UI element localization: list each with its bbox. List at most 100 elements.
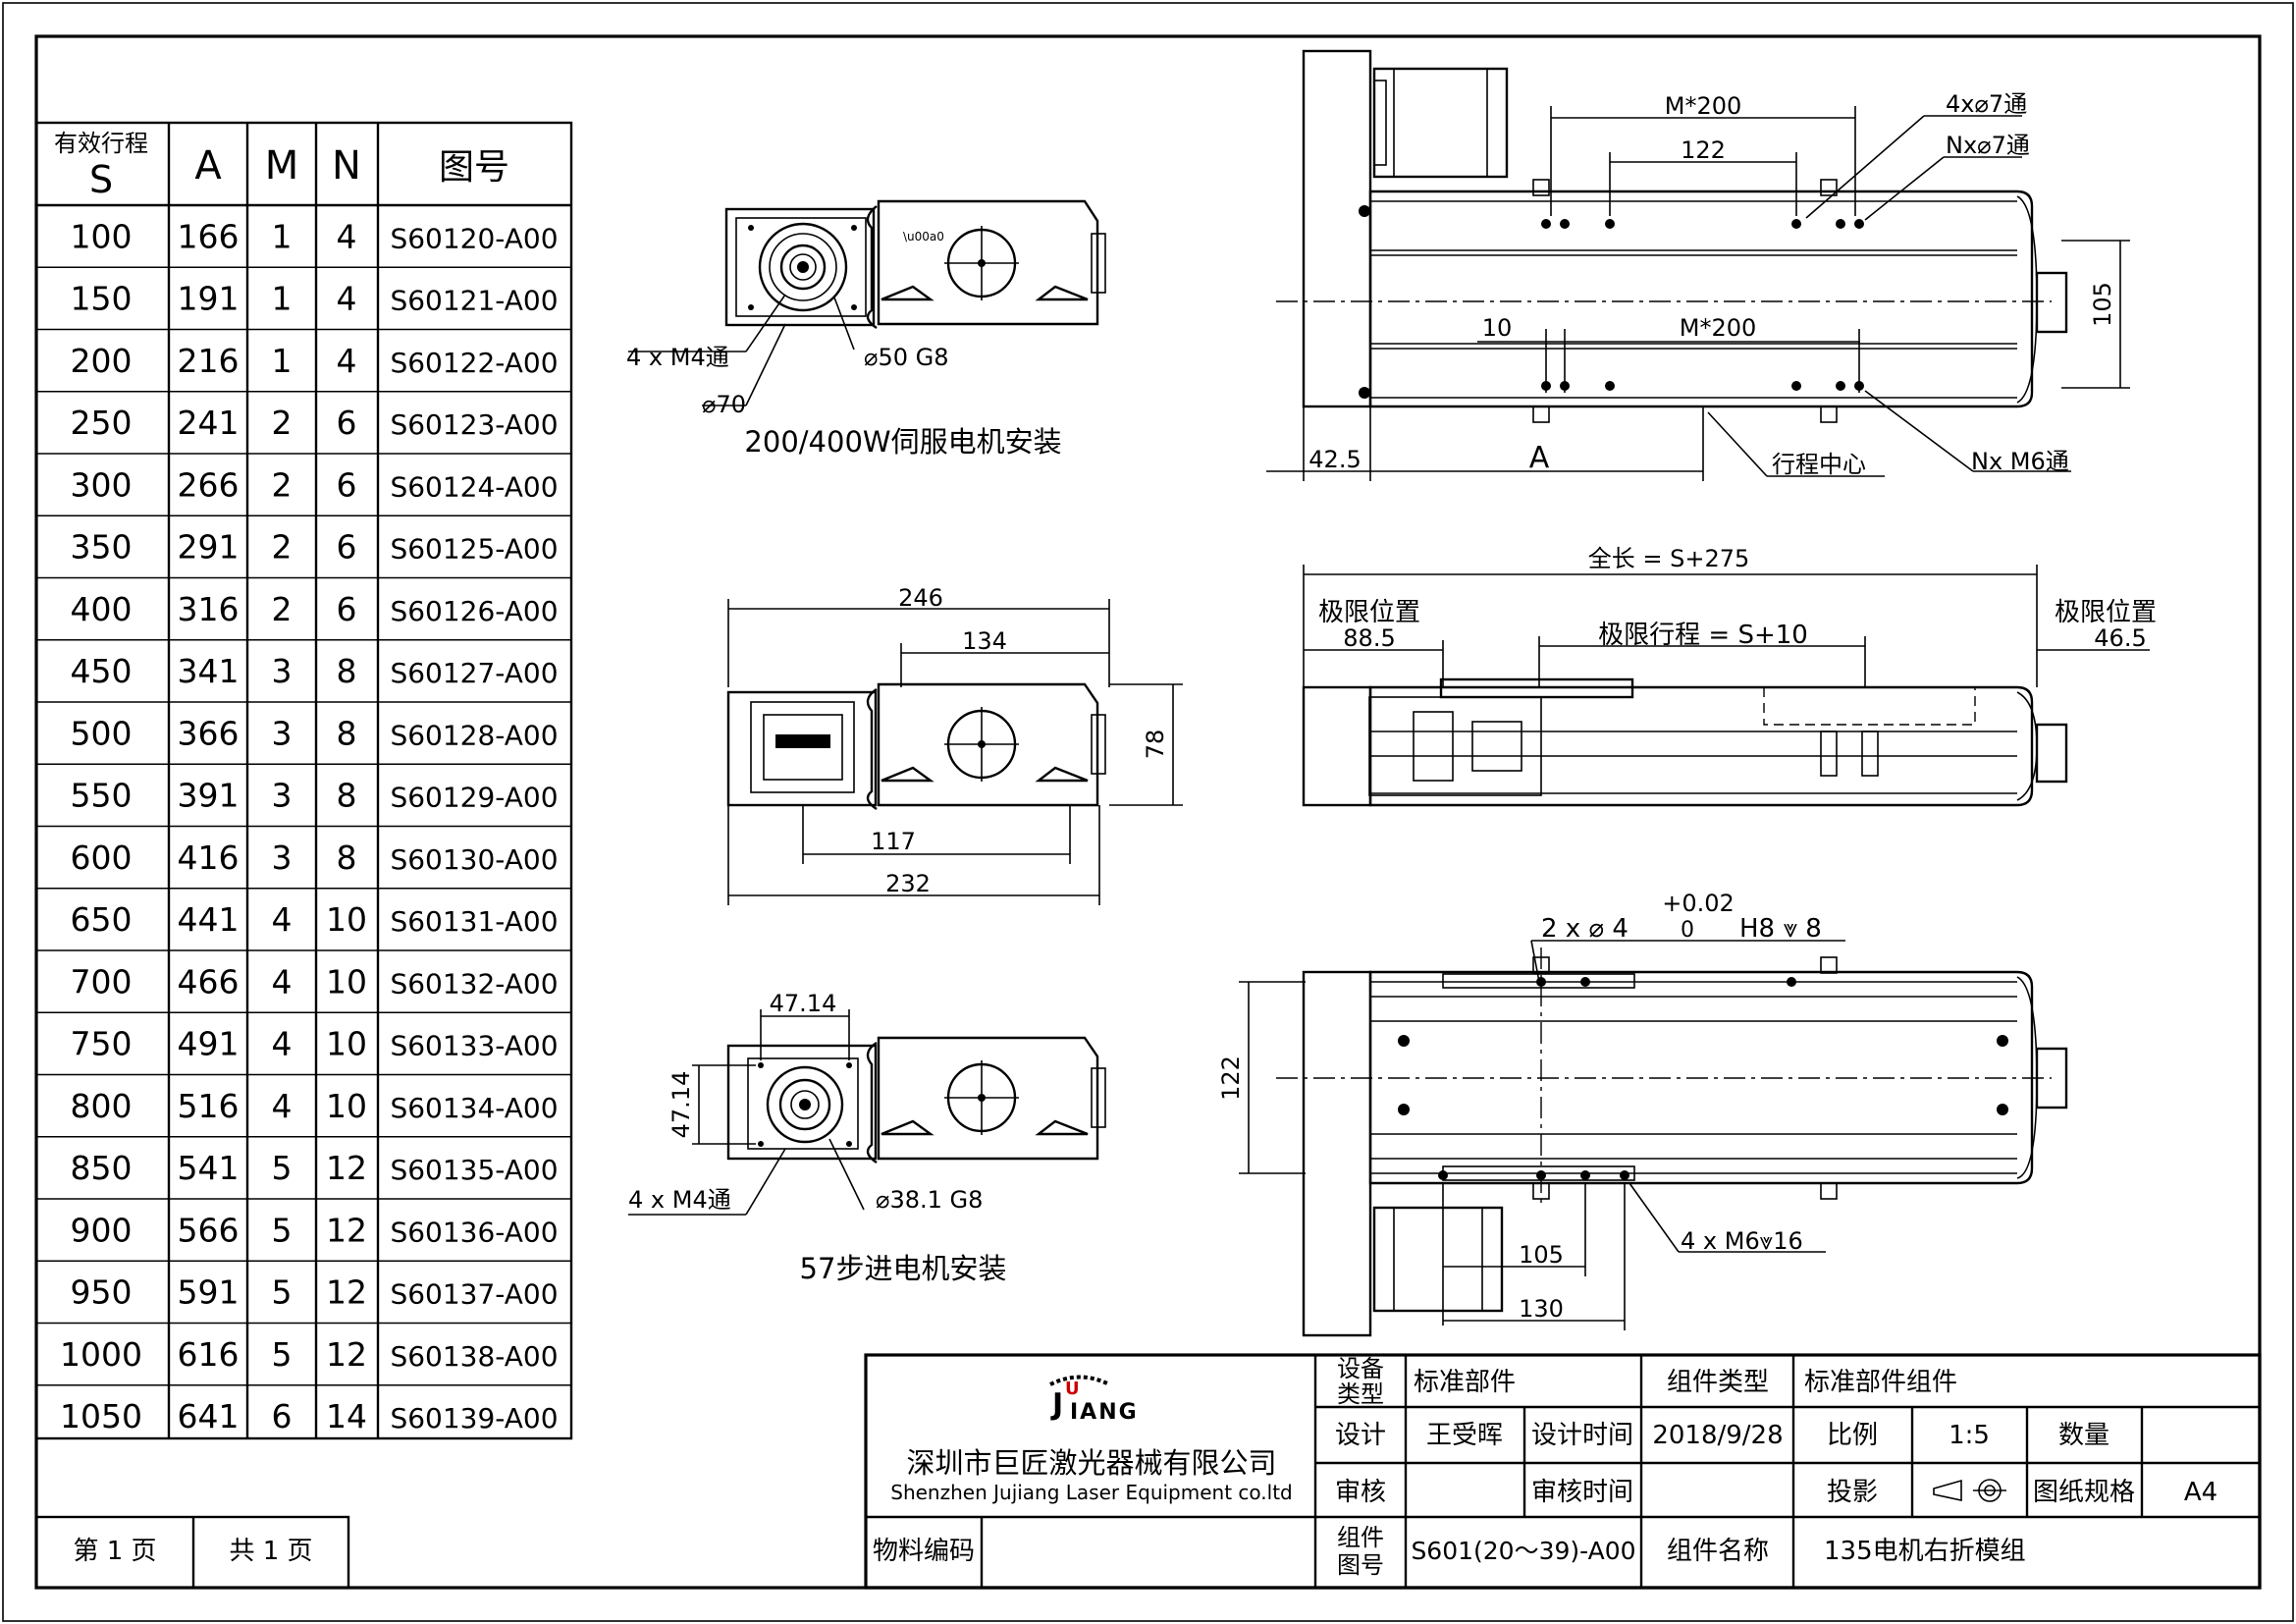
- svg-text:组件: 组件: [1337, 1524, 1384, 1551]
- top-nxm6: Nx M6通: [1971, 448, 2069, 475]
- company-en: Shenzhen Jujiang Laser Equipment co.ltd: [890, 1481, 1293, 1504]
- n-cell: 10: [326, 1087, 367, 1125]
- stroke-cell: 250: [71, 404, 133, 442]
- assembly-type: 标准部件组件: [1804, 1368, 1957, 1397]
- stepper-holes-label: 4 x M4通: [628, 1186, 731, 1214]
- a-cell: 241: [178, 404, 240, 442]
- m-cell: 4: [272, 962, 293, 1001]
- m-cell: 4: [272, 1025, 293, 1063]
- n-cell: 8: [337, 777, 357, 815]
- drawing-no: S601(20～39)-A00: [1411, 1537, 1635, 1565]
- company-cn: 深圳市巨匠激光器械有限公司: [906, 1446, 1276, 1480]
- bottom-m6: 4 x M6⩔16: [1681, 1227, 1803, 1255]
- n-cell: 4: [337, 342, 357, 380]
- design-time-label: 设计时间: [1531, 1421, 1633, 1450]
- design-label: 设计: [1335, 1421, 1386, 1450]
- a-cell: 516: [178, 1087, 240, 1125]
- side-total: 全长 = S+275: [1588, 545, 1750, 572]
- top-a: A: [1529, 441, 1550, 475]
- side-limit-left-val: 88.5: [1343, 624, 1395, 652]
- drawing-cell: S60138-A00: [390, 1340, 558, 1373]
- stroke-cell: 700: [71, 962, 133, 1001]
- stepper-w2: 47.14: [667, 1071, 695, 1139]
- stroke-cell: 550: [71, 777, 133, 815]
- page-total: 共 1 页: [229, 1537, 312, 1566]
- svg-text:U: U: [1065, 1379, 1080, 1399]
- top-105: 105: [2089, 282, 2116, 327]
- n-cell: 12: [326, 1335, 367, 1374]
- stepper-mount-view: 47.14 47.14 4 x M4通 ⌀38.1 G8 57步进电机安装: [628, 990, 1106, 1285]
- m-cell: 3: [272, 839, 293, 877]
- n-cell: 10: [326, 900, 367, 939]
- company-logo: J U IANG: [1049, 1375, 1137, 1425]
- top-holes-4: 4x⌀7通: [1946, 90, 2027, 118]
- top-42-5: 42.5: [1308, 446, 1361, 473]
- module-top-view: M*200 122 4x⌀7通 Nx⌀7通 10 M*200 105 42.5 …: [1266, 49, 2130, 481]
- drawing-cell: S60139-A00: [390, 1402, 558, 1435]
- dim-78: 78: [1142, 730, 1169, 760]
- drawing-cell: S60136-A00: [390, 1216, 558, 1248]
- design-time: 2018/9/28: [1652, 1421, 1783, 1450]
- svg-text:J: J: [1050, 1387, 1063, 1422]
- servo-pcd-label: ⌀70: [702, 391, 746, 418]
- drawing-cell: S60126-A00: [390, 595, 558, 627]
- a-cell: 391: [178, 777, 240, 815]
- top-holes-n: Nx⌀7通: [1946, 132, 2030, 159]
- m-cell: 5: [272, 1273, 293, 1312]
- header-s-bottom: S: [89, 158, 113, 201]
- m-cell: 6: [272, 1397, 293, 1435]
- m-cell: 5: [272, 1149, 293, 1187]
- a-cell: 441: [178, 900, 240, 939]
- projection-symbol-icon: [1933, 1479, 2006, 1502]
- svg-text:设备: 设备: [1337, 1355, 1384, 1382]
- a-cell: 216: [178, 342, 240, 380]
- a-cell: 466: [178, 962, 240, 1001]
- drawing-cell: S60122-A00: [390, 347, 558, 379]
- page-current: 第 1 页: [73, 1537, 156, 1566]
- m-cell: 2: [272, 528, 293, 567]
- n-cell: 8: [337, 839, 357, 877]
- drawing-cell: S60137-A00: [390, 1278, 558, 1311]
- paper-label: 图纸规格: [2033, 1478, 2135, 1507]
- stepper-caption: 57步进电机安装: [800, 1252, 1007, 1285]
- header-a: A: [194, 143, 222, 189]
- a-cell: 616: [178, 1335, 240, 1374]
- assembly-name: 135电机右折模组: [1824, 1537, 2026, 1566]
- top-122: 122: [1681, 136, 1726, 164]
- top-m200: M*200: [1665, 92, 1742, 120]
- a-cell: 191: [178, 280, 240, 318]
- n-cell: 6: [337, 404, 357, 442]
- n-cell: 10: [326, 1025, 367, 1063]
- dim-246: 246: [898, 584, 943, 612]
- stroke-cell: 450: [71, 652, 133, 690]
- a-cell: 491: [178, 1025, 240, 1063]
- drawing-cell: S60120-A00: [390, 222, 558, 254]
- header-m: M: [265, 143, 299, 189]
- side-limit-right-val: 46.5: [2094, 624, 2146, 652]
- side-limit-right: 极限位置: [2055, 598, 2157, 627]
- assembly-type-label: 组件类型: [1667, 1368, 1769, 1397]
- stroke-cell: 600: [71, 839, 133, 877]
- a-cell: 541: [178, 1149, 240, 1187]
- a-cell: 416: [178, 839, 240, 877]
- a-cell: 566: [178, 1211, 240, 1249]
- drawing-cell: S60132-A00: [390, 967, 558, 1000]
- n-cell: 8: [337, 652, 357, 690]
- bottom-122: 122: [1217, 1056, 1245, 1101]
- projection-label: 投影: [1827, 1478, 1878, 1507]
- drawing-no-label: 图号: [1337, 1551, 1384, 1579]
- stroke-cell: 350: [71, 528, 133, 567]
